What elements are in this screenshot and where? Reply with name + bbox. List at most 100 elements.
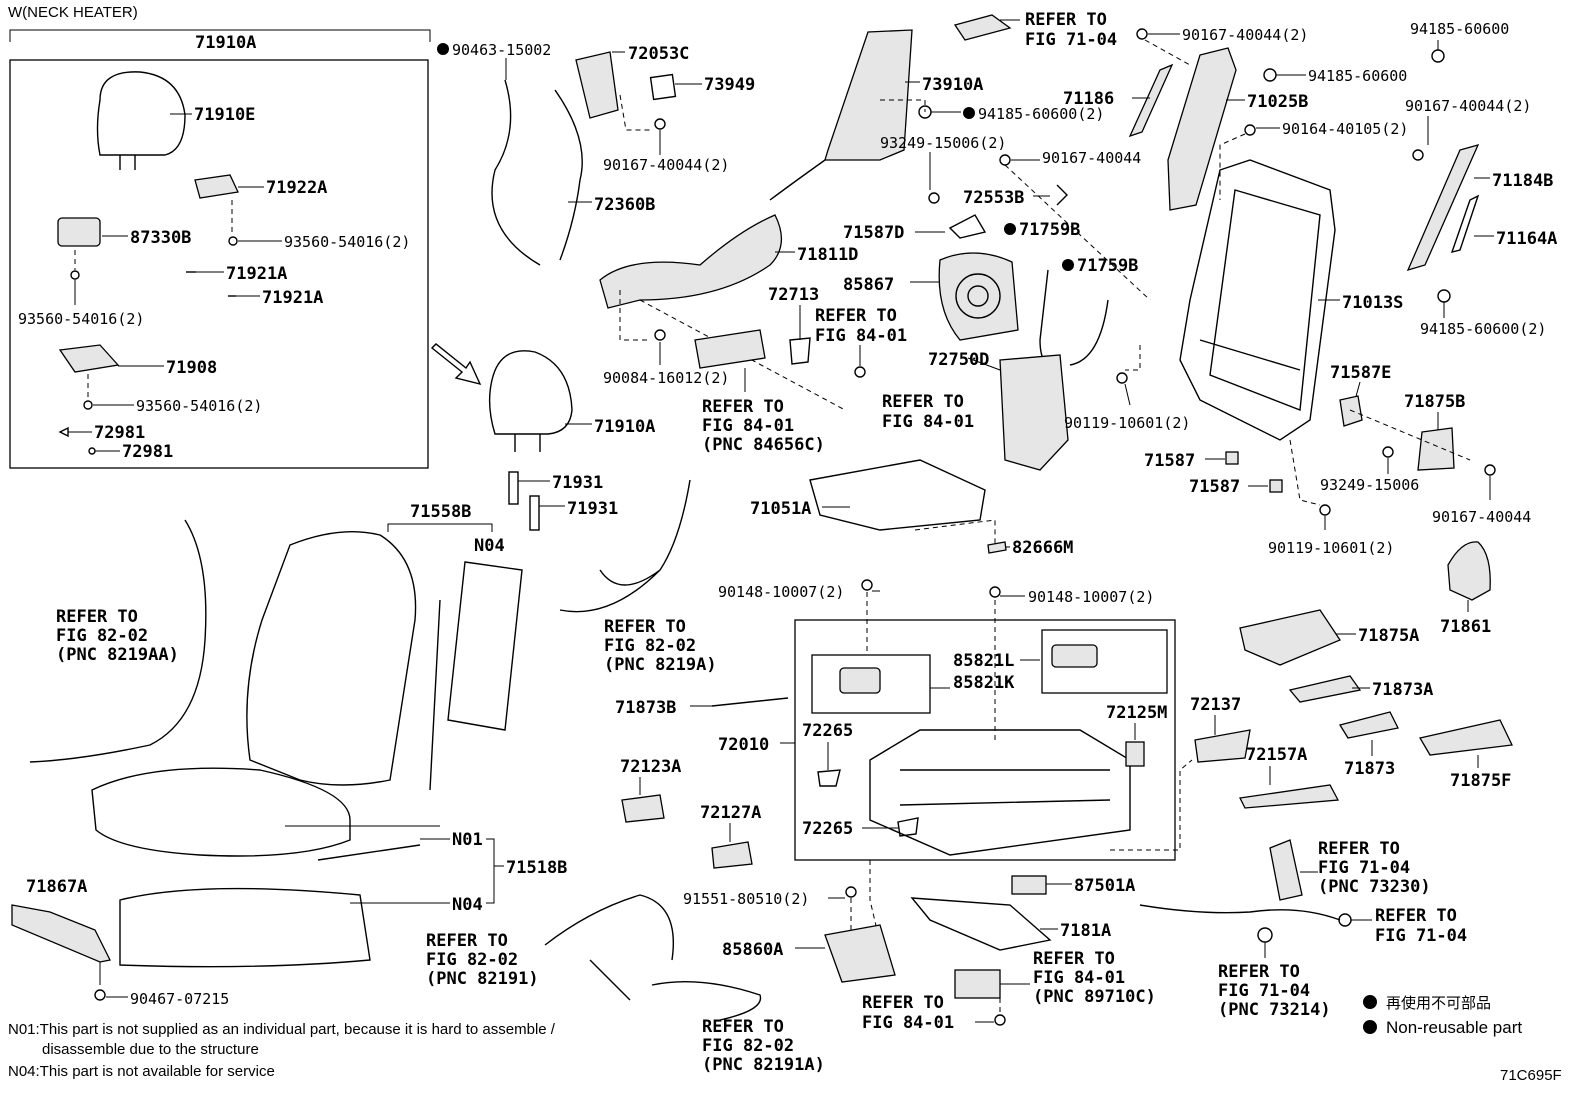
svg-text:FIG 84-01: FIG 84-01 — [702, 416, 794, 436]
label-71518B: 71518B — [506, 858, 567, 878]
switch-72053C — [575, 51, 619, 119]
label-71931-b: 71931 — [567, 499, 618, 519]
label-71051A: 71051A — [750, 499, 811, 519]
cover-71861 — [1447, 541, 1491, 601]
svg-text:(PNC 89710C): (PNC 89710C) — [1033, 987, 1156, 1007]
label-90084: 90084-16012(2) — [603, 369, 729, 387]
non-reusable-dot — [1004, 223, 1016, 235]
nut-refer-71-04 — [1338, 913, 1352, 927]
seatback-frame-71013S — [1179, 159, 1336, 441]
label-85867: 85867 — [843, 275, 894, 295]
label-90148-a: 90148-10007(2) — [718, 583, 844, 601]
clip-72553B — [1056, 184, 1068, 206]
guide-71931-a — [508, 471, 519, 505]
seat-cushion-71518B — [91, 767, 351, 857]
screw-91551 — [845, 886, 857, 898]
part-71908 — [58, 344, 120, 373]
svg-text:REFER TO: REFER TO — [862, 993, 944, 1013]
bolt-refer-84-01 — [994, 1014, 1006, 1026]
part-72360B-harness — [491, 79, 583, 266]
svg-text:REFER TO: REFER TO — [882, 392, 964, 412]
guide-71931-b — [529, 495, 540, 531]
screw-90167-d — [1412, 149, 1424, 161]
part-71873 — [1338, 711, 1399, 739]
label-71759B-b: 71759B — [1077, 256, 1138, 276]
wire-harness-82191A — [651, 980, 762, 1021]
svg-text:(PNC 82191): (PNC 82191) — [426, 969, 539, 989]
label-71587-b: 71587 — [1189, 477, 1240, 497]
label-93560-c: 93560-54016(2) — [136, 397, 262, 415]
label-71875F: 71875F — [1450, 771, 1511, 791]
note-N04: N04:This part is not available for servi… — [8, 1063, 275, 1080]
label-90167-b: 90167-40044 — [1042, 149, 1141, 167]
cable-71759B-b — [1069, 299, 1109, 366]
clip-72981-a — [58, 426, 69, 438]
label-71558B: 71558B — [410, 502, 471, 522]
label-90148-b: 90148-10007(2) — [1028, 588, 1154, 606]
label-71013S: 71013S — [1342, 293, 1403, 313]
label-72123A: 72123A — [620, 757, 681, 777]
svg-text:REFER TO: REFER TO — [1033, 949, 1115, 969]
label-72010: 72010 — [718, 735, 769, 755]
label-90463: 90463-15002 — [452, 41, 551, 59]
part-73910A — [769, 29, 913, 201]
label-71587D: 71587D — [843, 223, 904, 243]
bracket-72125M — [1125, 741, 1145, 767]
part-87330B — [57, 217, 101, 247]
svg-text:FIG 82-02: FIG 82-02 — [702, 1036, 794, 1056]
svg-text:FIG 82-02: FIG 82-02 — [604, 636, 696, 656]
non-reusable-dot — [437, 43, 449, 55]
label-71910A-2: 71910A — [594, 417, 655, 437]
cover-72137 — [1194, 729, 1251, 763]
harness-73214 — [1139, 904, 1341, 921]
cover-71875A — [1239, 609, 1341, 666]
bolt-90119-a — [1116, 372, 1128, 384]
svg-text:REFER TO: REFER TO — [56, 607, 138, 627]
label-85821L: 85821L — [953, 651, 1014, 671]
label-71184B: 71184B — [1492, 171, 1553, 191]
headrest-group-box — [9, 59, 429, 469]
svg-text:(PNC 73230): (PNC 73230) — [1318, 877, 1431, 897]
svg-text:REFER TO: REFER TO — [702, 397, 784, 417]
part-71587D — [948, 214, 987, 239]
grommet-73214 — [1257, 927, 1273, 943]
seatback-pad-N04 — [429, 561, 523, 791]
label-90119-b: 90119-10601(2) — [1268, 539, 1394, 557]
bolt-refer-a — [854, 366, 866, 378]
cover-72123A — [621, 794, 665, 823]
wire-harness-82191 — [544, 894, 674, 1001]
screw-90167-e — [1484, 464, 1496, 476]
svg-text:FIG 84-01: FIG 84-01 — [882, 412, 974, 432]
screw-90164 — [1244, 124, 1256, 136]
buckle-73230 — [1269, 839, 1303, 901]
label-71873B: 71873B — [615, 698, 676, 718]
label-71025B: 71025B — [1247, 92, 1308, 112]
label-72981-a: 72981 — [94, 423, 145, 443]
label-71873: 71873 — [1344, 759, 1395, 779]
non-reusable-dot — [1062, 259, 1074, 271]
label-72265-a: 72265 — [802, 721, 853, 741]
bracket-71164A — [1450, 194, 1480, 253]
legend-jp: 再使用不可部品 — [1386, 995, 1491, 1012]
text-72713-group: 72713 — [768, 285, 819, 305]
screw-93560-c — [83, 400, 93, 410]
svg-text:(PNC 73214): (PNC 73214) — [1218, 1000, 1331, 1020]
label-87501A: 87501A — [1074, 876, 1135, 896]
svg-text:FIG 71-04: FIG 71-04 — [1318, 858, 1410, 878]
bolt-90119-b — [1319, 504, 1331, 516]
frame-71051A — [809, 459, 986, 531]
svg-text:FIG 82-02: FIG 82-02 — [56, 626, 148, 646]
label-71861: 71861 — [1440, 617, 1491, 637]
label-72127A: 72127A — [700, 803, 761, 823]
bracket-71186 — [1128, 63, 1174, 138]
label-93249-a: 93249-15006(2) — [880, 134, 1006, 152]
svg-text:REFER TO: REFER TO — [1375, 906, 1457, 926]
label-90467: 90467-07215 — [130, 990, 229, 1008]
svg-text:FIG 71-04: FIG 71-04 — [1025, 30, 1117, 50]
label-90164: 90164-40105(2) — [1282, 120, 1408, 138]
clip-72265-b — [897, 817, 919, 837]
label-94185-c: 94185-60600 — [1410, 20, 1509, 38]
